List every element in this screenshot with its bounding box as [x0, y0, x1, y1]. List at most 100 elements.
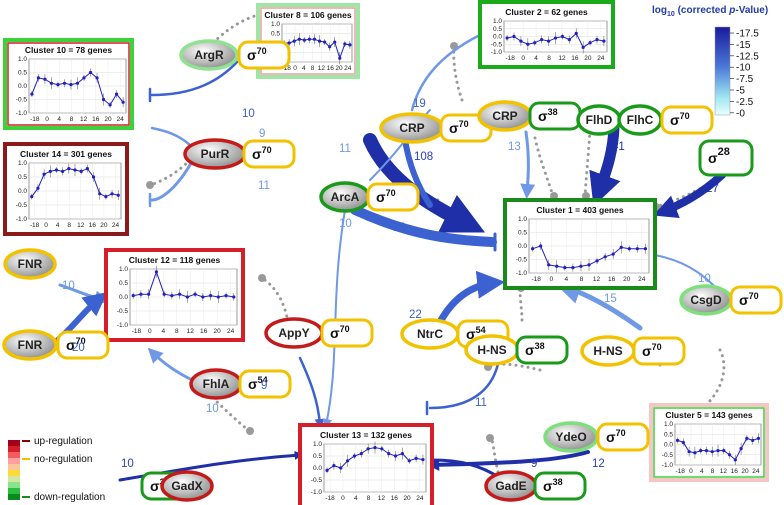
node-crp2: CRP	[477, 100, 533, 132]
sigma-label: σ28	[708, 146, 730, 166]
y-tick-label: -0.5	[16, 97, 28, 104]
y-tick-label: 0.0	[518, 243, 527, 250]
edge-weight-gadx: 10	[121, 458, 134, 470]
sigma-box	[533, 471, 587, 501]
sigma-label: σ70	[330, 324, 350, 341]
node-ntrc: NtrC	[400, 318, 460, 350]
data-point	[595, 38, 599, 42]
data-point	[519, 39, 523, 43]
x-tick-label: 8	[67, 222, 71, 229]
data-point	[48, 169, 52, 173]
sigma-label: σ54	[466, 325, 486, 342]
tf-ellipse	[160, 470, 214, 502]
colorbar-gradient	[714, 26, 731, 116]
regulation-legend: up-regulation no-regulation down-regulat…	[8, 436, 105, 503]
colorbar-tick-label: -17.5	[736, 29, 759, 40]
cluster-layer: Cluster 10 = 78 genes1.00.50.0-0.5-1.0-1…	[3, 0, 769, 505]
x-tick-label: 20	[335, 65, 343, 72]
x-tick-label: 20	[584, 55, 592, 62]
data-point	[338, 56, 342, 60]
cluster-title: Cluster 13 = 132 genes	[320, 430, 412, 440]
node-flhd: FlhD	[576, 104, 622, 136]
node-crp: CRP	[379, 112, 445, 144]
x-tick-label: 8	[175, 328, 179, 335]
x-tick-label: 24	[416, 495, 424, 502]
cluster-panel-c14: Cluster 14 = 301 genes1.00.50.0-0.5-1.0-…	[3, 142, 129, 236]
node-purr: PurR	[183, 138, 247, 170]
sigma-label: σ70	[66, 336, 86, 353]
data-point	[407, 459, 411, 463]
colorbar-ticks: -17.5-15-12.5-10-7.5-5-2.5-0	[730, 29, 759, 119]
sigma-ydeo: σ70	[596, 422, 650, 452]
edge-weight-crp-big: 108	[414, 151, 433, 163]
y-tick-label: -1.0	[16, 110, 28, 117]
cluster-title: Cluster 5 = 143 genes	[665, 410, 752, 420]
edge-weight-arca-a: 11	[339, 143, 351, 155]
colorbar-tick-label: -5	[736, 86, 745, 97]
y-tick-label: -1.0	[662, 462, 674, 469]
sigma-box	[56, 330, 110, 360]
data-point	[547, 263, 551, 267]
sigma-label: σ70	[670, 111, 690, 128]
x-tick-label: 20	[104, 116, 112, 123]
data-point	[727, 453, 732, 457]
x-tick-label: 8	[367, 495, 371, 502]
x-tick-label: 24	[638, 276, 646, 283]
sigma-appy: σ70	[320, 318, 374, 348]
colorbar-tick-label: -12.5	[736, 51, 759, 62]
data-point	[139, 292, 143, 296]
colorbar-tick-label: -7.5	[736, 74, 754, 85]
data-point	[216, 295, 220, 299]
data-point	[346, 459, 350, 463]
y-tick-label: 1.0	[18, 56, 27, 63]
legend-no: no-regulation	[34, 454, 92, 465]
node-ydeo: YdeO	[543, 421, 599, 453]
data-point	[722, 449, 726, 453]
y-tick-label: -1.0	[117, 322, 129, 329]
x-tick-label: 0	[521, 55, 525, 62]
data-point	[178, 292, 182, 296]
data-point	[95, 76, 99, 80]
data-point	[681, 440, 685, 445]
y-tick-label: -0.5	[311, 477, 323, 484]
edge-arca-c1	[350, 205, 497, 247]
sigma-purr: σ70	[242, 139, 296, 169]
node-hns: H-NS	[464, 334, 520, 366]
data-point	[91, 175, 96, 179]
sigma-box	[238, 369, 292, 399]
data-point	[154, 270, 159, 274]
sigma-box	[660, 105, 714, 135]
data-point	[30, 92, 34, 96]
data-point	[307, 37, 312, 41]
sigma-box	[237, 40, 291, 70]
data-point	[531, 247, 535, 251]
legend-up: up-regulation	[34, 436, 92, 447]
edge-arca-c13	[322, 209, 346, 429]
y-tick-label: -1.0	[516, 270, 528, 277]
y-tick-label: 0.5	[493, 26, 502, 33]
x-tick-label: 4	[56, 222, 60, 229]
edge-layer	[55, 9, 726, 482]
data-point	[292, 39, 296, 43]
data-point	[193, 292, 197, 296]
x-tick-label: 4	[302, 65, 306, 72]
sigma-box	[632, 336, 686, 366]
x-tick-label: 16	[608, 276, 616, 283]
edge-weight-appy: 9	[261, 380, 267, 392]
data-point	[36, 76, 41, 80]
sigma-label: σ38	[525, 341, 545, 358]
data-point	[328, 45, 332, 49]
y-tick-label: 0.5	[518, 230, 527, 237]
x-tick-label: 0	[689, 468, 693, 475]
dotted-gade-c13	[490, 438, 500, 474]
sigma-label: σ70	[606, 428, 626, 445]
colorbar-tick-label: -15	[736, 40, 751, 51]
x-tick-label: 0	[45, 116, 49, 123]
data-point	[643, 247, 648, 251]
sigma-label: σ70	[247, 46, 267, 63]
sigma-label: σ54	[248, 375, 268, 392]
data-point	[208, 294, 213, 298]
x-tick-label: 16	[391, 495, 399, 502]
data-point	[611, 252, 615, 256]
